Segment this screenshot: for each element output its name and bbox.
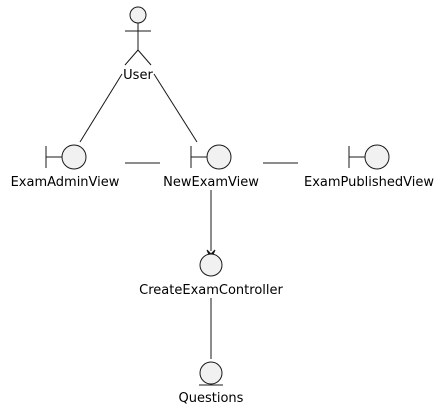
actor-left-leg: [124, 49, 139, 66]
boundary-exam-published-view: ExamPublishedView: [304, 144, 434, 190]
boundary-exam-admin-view: ExamAdminView: [11, 144, 120, 190]
node-label-exam-published-view: ExamPublishedView: [304, 175, 434, 190]
node-label-questions: Questions: [179, 391, 244, 406]
edge-user-to-new-exam-view: [153, 73, 198, 143]
control-create-exam-controller: CreateExamController: [139, 253, 283, 298]
control-circle: [199, 253, 223, 277]
actor-user: User: [123, 6, 153, 83]
boundary-circle: [61, 144, 87, 170]
boundary-new-exam-view: NewExamView: [163, 144, 259, 190]
edge-user-to-exam-admin-view: [79, 73, 123, 143]
boundary-circle: [364, 144, 390, 170]
boundary-circle: [206, 144, 232, 170]
actor-head: [129, 6, 147, 24]
entity-questions: Questions: [179, 361, 244, 406]
node-label-user: User: [123, 68, 153, 83]
entity-circle: [199, 361, 223, 385]
actor-right-leg: [137, 49, 152, 66]
node-label-new-exam-view: NewExamView: [163, 175, 259, 190]
node-label-exam-admin-view: ExamAdminView: [11, 175, 120, 190]
node-label-create-exam-controller: CreateExamController: [139, 283, 283, 298]
